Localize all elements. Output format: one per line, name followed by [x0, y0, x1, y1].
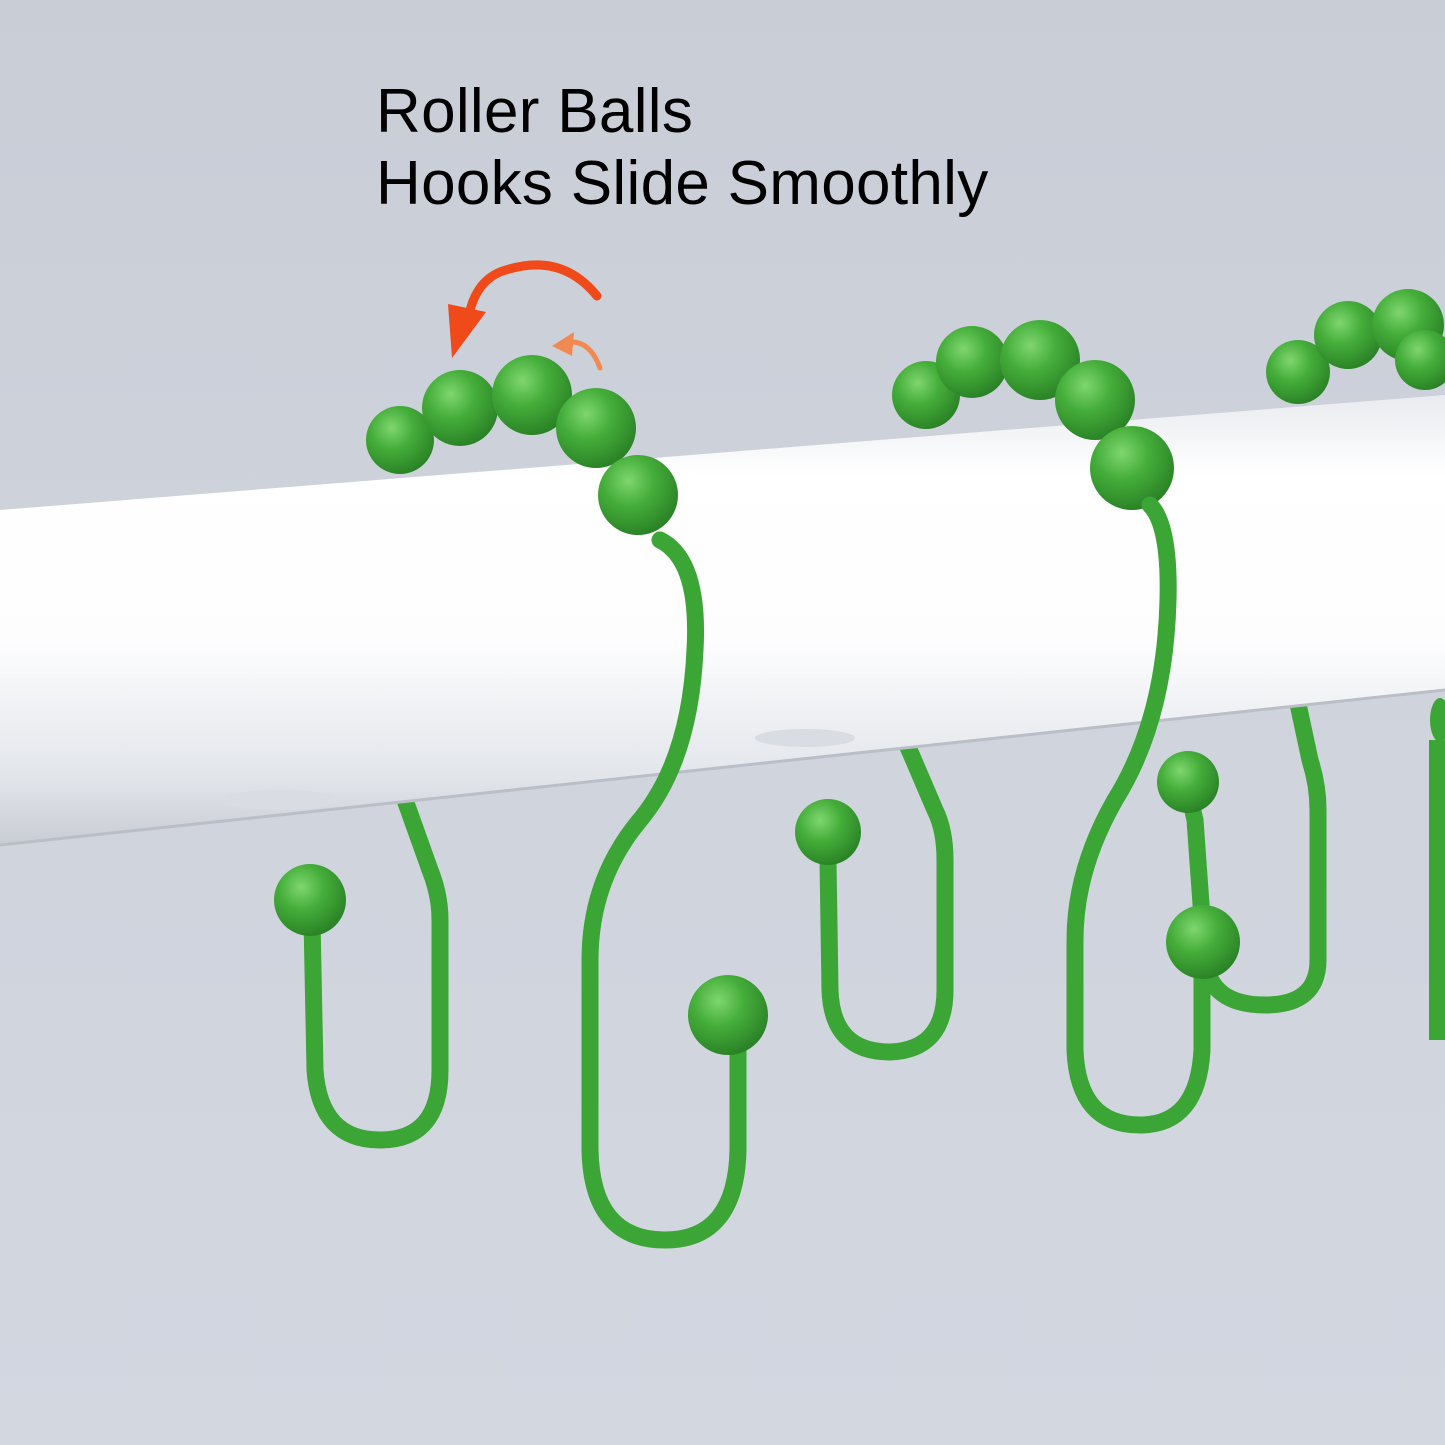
- roller-balls-back: [366, 289, 1444, 474]
- rotation-arrow-small-icon: [552, 332, 603, 371]
- curtain-rod: [0, 395, 1445, 845]
- caption-line-2: Hooks Slide Smoothly: [376, 149, 989, 218]
- hook-front-group: [581, 496, 1211, 1249]
- feature-caption: Roller Balls Hooks Slide Smoothly: [376, 76, 989, 220]
- roller-balls-front: [492, 320, 1445, 535]
- hook-back-group: [303, 681, 1327, 1149]
- rotation-arrow-icon: [448, 260, 602, 358]
- caption-line-1: Roller Balls: [376, 77, 694, 146]
- hook-front-balls: [688, 698, 1445, 1055]
- hook-back-balls: [274, 751, 1219, 936]
